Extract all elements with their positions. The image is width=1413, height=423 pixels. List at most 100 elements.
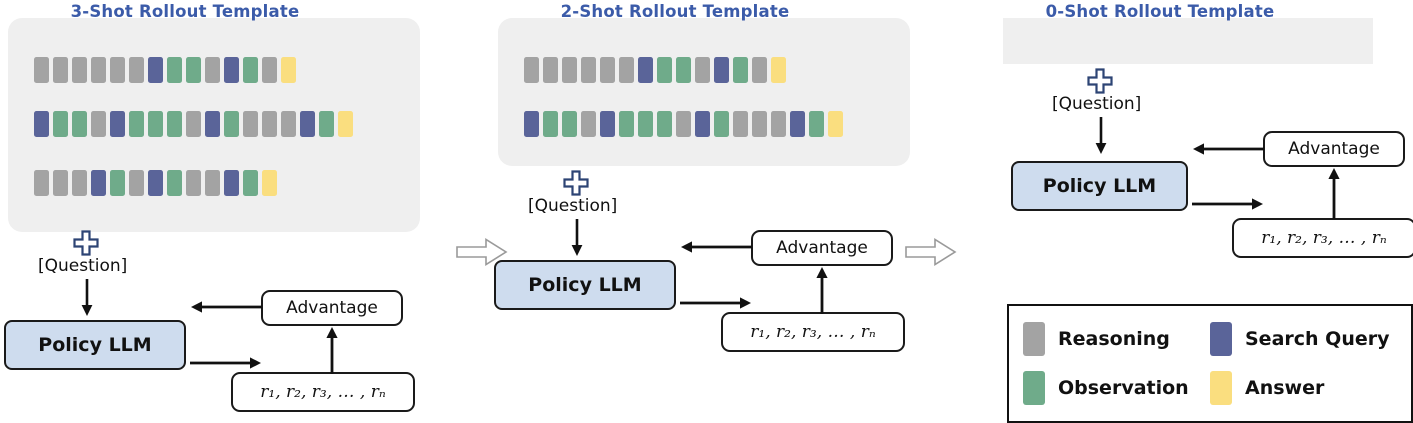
arrow-question-to-policy <box>568 219 586 257</box>
token-reasoning <box>243 111 258 137</box>
token-answer <box>281 57 296 83</box>
legend-label-observation: Observation <box>1058 377 1189 400</box>
token-observation <box>319 111 334 137</box>
policy-llm-box[interactable]: Policy LLM <box>4 320 186 370</box>
panel-zero-shot: 0-Shot Rollout Template [Question] Polic… <box>960 0 1413 423</box>
token-query <box>148 57 163 83</box>
token-query <box>34 111 49 137</box>
legend-swatch-answer <box>1210 371 1232 406</box>
token-reasoning <box>581 111 596 137</box>
token-reasoning <box>91 57 106 83</box>
token-observation <box>129 111 144 137</box>
advantage-box[interactable]: Advantage <box>751 230 893 266</box>
legend-swatch-reasoning <box>1023 321 1045 356</box>
legend-label-answer: Answer <box>1245 377 1325 400</box>
token-reasoning <box>186 111 201 137</box>
arrow-question-to-policy <box>78 279 96 317</box>
token-row <box>34 170 277 196</box>
token-reasoning <box>205 170 220 196</box>
token-observation <box>733 57 748 83</box>
token-reasoning <box>581 57 596 83</box>
token-reasoning <box>53 170 68 196</box>
panel-two-shot: 2-Shot Rollout Template [Question] Polic… <box>490 0 960 423</box>
token-reasoning <box>262 57 277 83</box>
token-reasoning <box>676 111 691 137</box>
token-observation <box>167 170 182 196</box>
token-observation <box>72 111 87 137</box>
token-observation <box>224 111 239 137</box>
token-reasoning <box>53 57 68 83</box>
token-reasoning <box>110 57 125 83</box>
token-reasoning <box>262 111 277 137</box>
token-observation <box>53 111 68 137</box>
legend-label-reasoning: Reasoning <box>1058 327 1170 350</box>
token-observation <box>148 111 163 137</box>
panel-three-shot: 3-Shot Rollout Template [Question] Polic… <box>0 0 470 423</box>
token-query <box>110 111 125 137</box>
legend-item-reasoning: Reasoning <box>1023 321 1210 356</box>
token-query <box>224 57 239 83</box>
legend-item-answer: Answer <box>1210 371 1397 406</box>
rollout-template-box-two-shot <box>498 18 910 166</box>
token-reasoning <box>34 170 49 196</box>
token-reasoning <box>72 170 87 196</box>
policy-llm-box[interactable]: Policy LLM <box>494 260 676 310</box>
token-reasoning <box>34 57 49 83</box>
legend-label-search-query: Search Query <box>1245 327 1390 350</box>
token-query <box>695 111 710 137</box>
token-observation <box>809 111 824 137</box>
token-reasoning <box>281 111 296 137</box>
token-query <box>714 57 729 83</box>
plus-icon <box>73 230 99 256</box>
rewards-box[interactable]: r₁, r₂, r₃, … , rₙ <box>1232 218 1413 258</box>
plus-icon <box>563 170 589 196</box>
policy-llm-box[interactable]: Policy LLM <box>1011 161 1188 211</box>
arrow-advantage-to-policy <box>190 299 262 315</box>
advantage-box[interactable]: Advantage <box>261 290 403 326</box>
token-query <box>524 111 539 137</box>
rewards-box[interactable]: r₁, r₂, r₃, … , rₙ <box>721 312 905 352</box>
token-reasoning <box>695 57 710 83</box>
legend-grid: Reasoning Search Query Observation Answe… <box>1009 306 1411 421</box>
token-observation <box>714 111 729 137</box>
token-observation <box>657 57 672 83</box>
token-row <box>34 111 353 137</box>
plus-icon <box>1087 68 1113 94</box>
stage-transition-arrow-1 <box>456 238 508 266</box>
token-reasoning <box>733 111 748 137</box>
legend-swatch-search-query <box>1210 321 1232 356</box>
token-row <box>524 57 786 83</box>
legend-swatch-observation <box>1023 371 1045 406</box>
token-reasoning <box>562 57 577 83</box>
token-reasoning <box>543 57 558 83</box>
panel-title-two-shot: 2-Shot Rollout Template <box>560 2 790 21</box>
token-observation <box>657 111 672 137</box>
token-query <box>638 57 653 83</box>
token-answer <box>262 170 277 196</box>
token-reasoning <box>600 57 615 83</box>
token-observation <box>110 170 125 196</box>
token-query <box>224 170 239 196</box>
token-observation <box>562 111 577 137</box>
token-query <box>91 170 106 196</box>
stage-transition-arrow-2 <box>905 238 957 266</box>
token-observation <box>167 57 182 83</box>
advantage-box[interactable]: Advantage <box>1263 131 1405 167</box>
token-observation <box>638 111 653 137</box>
question-label: [Question] <box>528 196 618 216</box>
token-query <box>790 111 805 137</box>
token-observation <box>543 111 558 137</box>
legend-item-search-query: Search Query <box>1210 321 1397 356</box>
token-reasoning <box>524 57 539 83</box>
rewards-box[interactable]: r₁, r₂, r₃, … , rₙ <box>231 372 415 412</box>
token-reasoning <box>72 57 87 83</box>
arrow-advantage-to-policy <box>680 239 752 255</box>
arrow-question-to-policy <box>1092 117 1110 155</box>
token-reasoning <box>129 170 144 196</box>
arrow-advantage-to-policy <box>1192 141 1264 157</box>
legend-item-observation: Observation <box>1023 371 1210 406</box>
token-observation <box>167 111 182 137</box>
token-answer <box>338 111 353 137</box>
arrow-policy-to-rewards <box>680 295 752 311</box>
token-row <box>34 57 296 83</box>
